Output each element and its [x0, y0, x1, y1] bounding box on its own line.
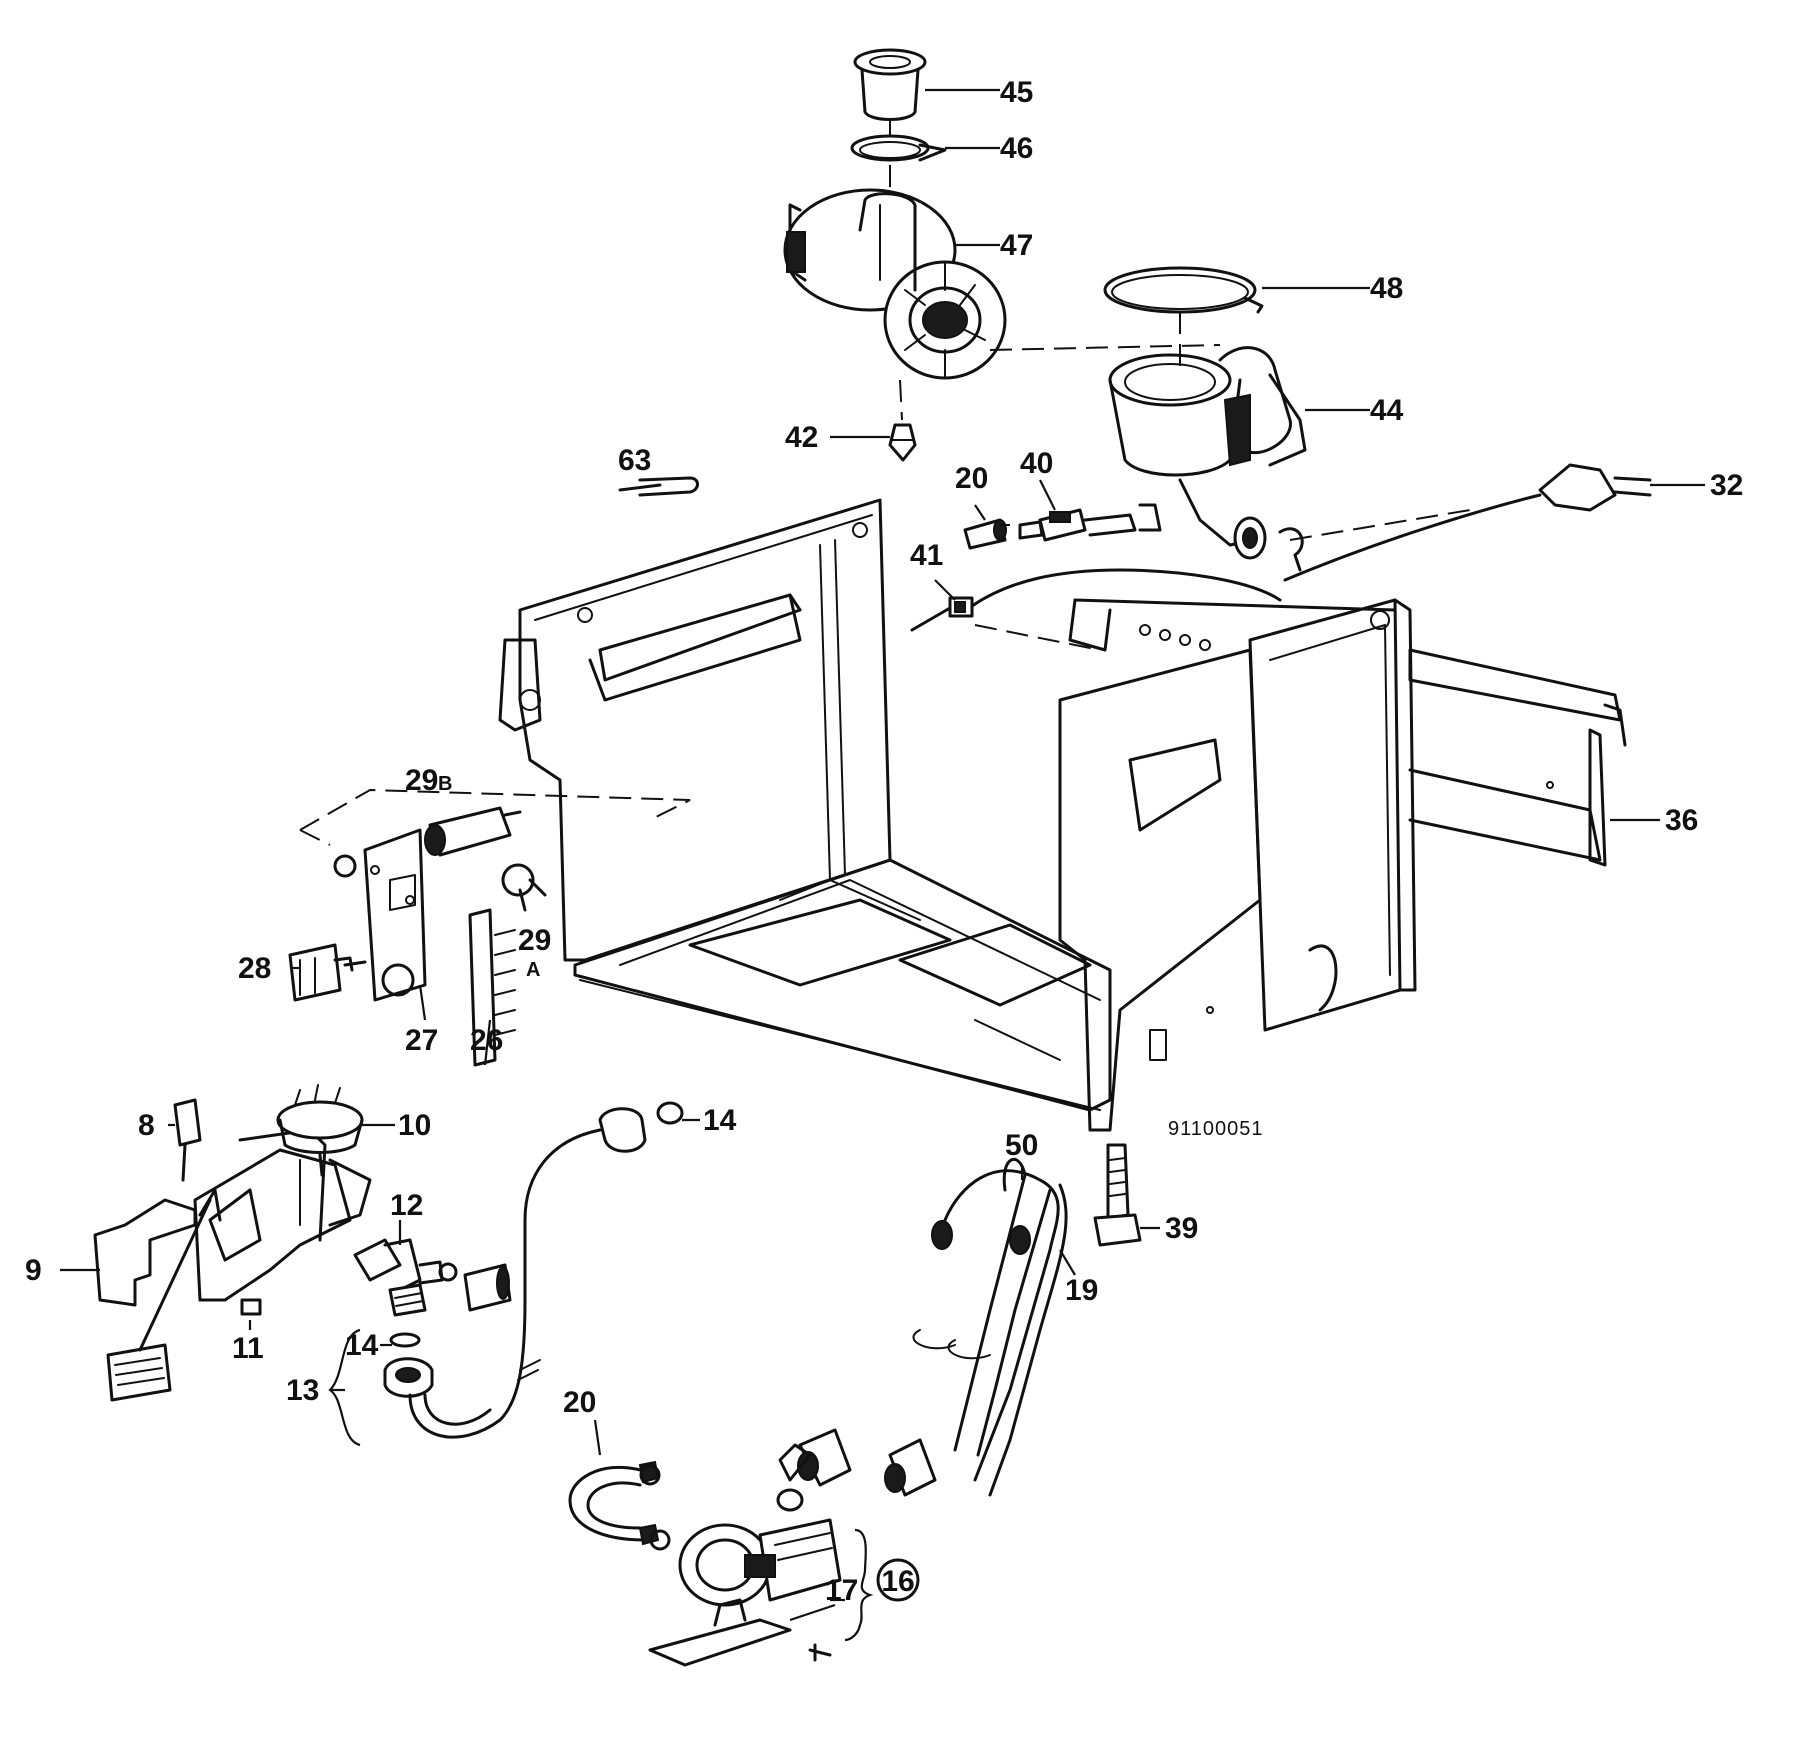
- pressure-switch-10: [276, 1084, 364, 1177]
- callout-12: 12: [390, 1189, 423, 1222]
- power-plug-32: [1283, 463, 1652, 582]
- bracket-9: [93, 1128, 372, 1307]
- callout-27: 27: [405, 1024, 438, 1057]
- label-plate: [106, 1188, 222, 1402]
- callout-46: 46: [1000, 132, 1033, 165]
- callout-17: 17: [825, 1574, 858, 1607]
- callouts: 45 46 47 48 44 42 63 20 40 32 41 36 29 B…: [25, 76, 1743, 1607]
- hose-end-20-top: [963, 518, 1007, 550]
- circulation-pump-47: [783, 188, 1007, 380]
- hose-clamp-46: [850, 134, 947, 162]
- microswitch-8: [173, 1098, 202, 1182]
- callout-44: 44: [1370, 394, 1404, 427]
- nut-13: [383, 1357, 434, 1398]
- capacitor-29b: [424, 806, 522, 857]
- callout-50: 50: [1005, 1129, 1038, 1162]
- callout-20-top: 20: [955, 462, 988, 495]
- filter-ring-14b: [389, 1332, 421, 1348]
- callout-19: 19: [1065, 1274, 1098, 1307]
- callout-39: 39: [1165, 1212, 1198, 1245]
- reference-code: 91100051: [1168, 1118, 1264, 1140]
- clip-11: [240, 1298, 262, 1316]
- callout-29a-suffix: A: [526, 959, 540, 981]
- back-rail: [1408, 648, 1627, 867]
- callout-11: 11: [232, 1332, 264, 1365]
- callout-28: 28: [238, 952, 271, 985]
- callout-29b-suffix: B: [438, 773, 452, 795]
- impeller-nut-42: [888, 423, 917, 462]
- callout-40: 40: [1020, 447, 1053, 480]
- pin-63: [618, 476, 699, 497]
- callout-10: 10: [398, 1109, 431, 1142]
- callout-20-bottom: 20: [563, 1386, 596, 1419]
- water-valve-12: [353, 1238, 512, 1317]
- callout-41: 41: [910, 539, 943, 572]
- callout-32: 32: [1710, 469, 1743, 502]
- valve-connector-40: [1018, 503, 1162, 542]
- leader-lines: [60, 88, 1705, 1642]
- assembly-lines: [299, 120, 1471, 846]
- drain-hoses-19-50: [797, 1157, 1068, 1497]
- cable-clip-41: [910, 568, 1282, 632]
- callout-45: 45: [1000, 76, 1033, 109]
- callout-16-circle: [876, 1558, 920, 1602]
- sump-ring-48: [1103, 266, 1264, 314]
- callout-47: 47: [1000, 229, 1033, 262]
- callout-36: 36: [1665, 804, 1698, 837]
- callout-63: 63: [618, 444, 651, 477]
- callout-42: 42: [785, 421, 818, 454]
- callout-16: 16: [881, 1565, 914, 1598]
- callout-14-bottom: 14: [345, 1329, 379, 1362]
- mounting-plate-27: [363, 828, 427, 1002]
- callout-13: 13: [286, 1374, 319, 1407]
- mounting-plate-17: [648, 1598, 832, 1667]
- relay-28: [288, 943, 367, 1002]
- cabinet-frame: [498, 498, 1417, 1132]
- callout-26: 26: [470, 1024, 503, 1057]
- nut-small: [333, 854, 357, 878]
- drain-pump-16: [678, 1443, 842, 1607]
- callout-48: 48: [1370, 272, 1403, 305]
- inlet-hose: [408, 1101, 684, 1439]
- callout-14-top: 14: [703, 1104, 737, 1137]
- screw-39: [1093, 1143, 1142, 1247]
- callout-29a: 29: [518, 924, 551, 957]
- callout-9: 9: [25, 1254, 42, 1287]
- callout-8: 8: [138, 1109, 155, 1142]
- sump-44: [1108, 346, 1307, 572]
- thermostat-29a: [501, 863, 547, 912]
- drain-hose-20-bottom: [568, 1460, 671, 1551]
- callout-29b: 29: [405, 764, 438, 797]
- pump-seal-45: [853, 48, 927, 121]
